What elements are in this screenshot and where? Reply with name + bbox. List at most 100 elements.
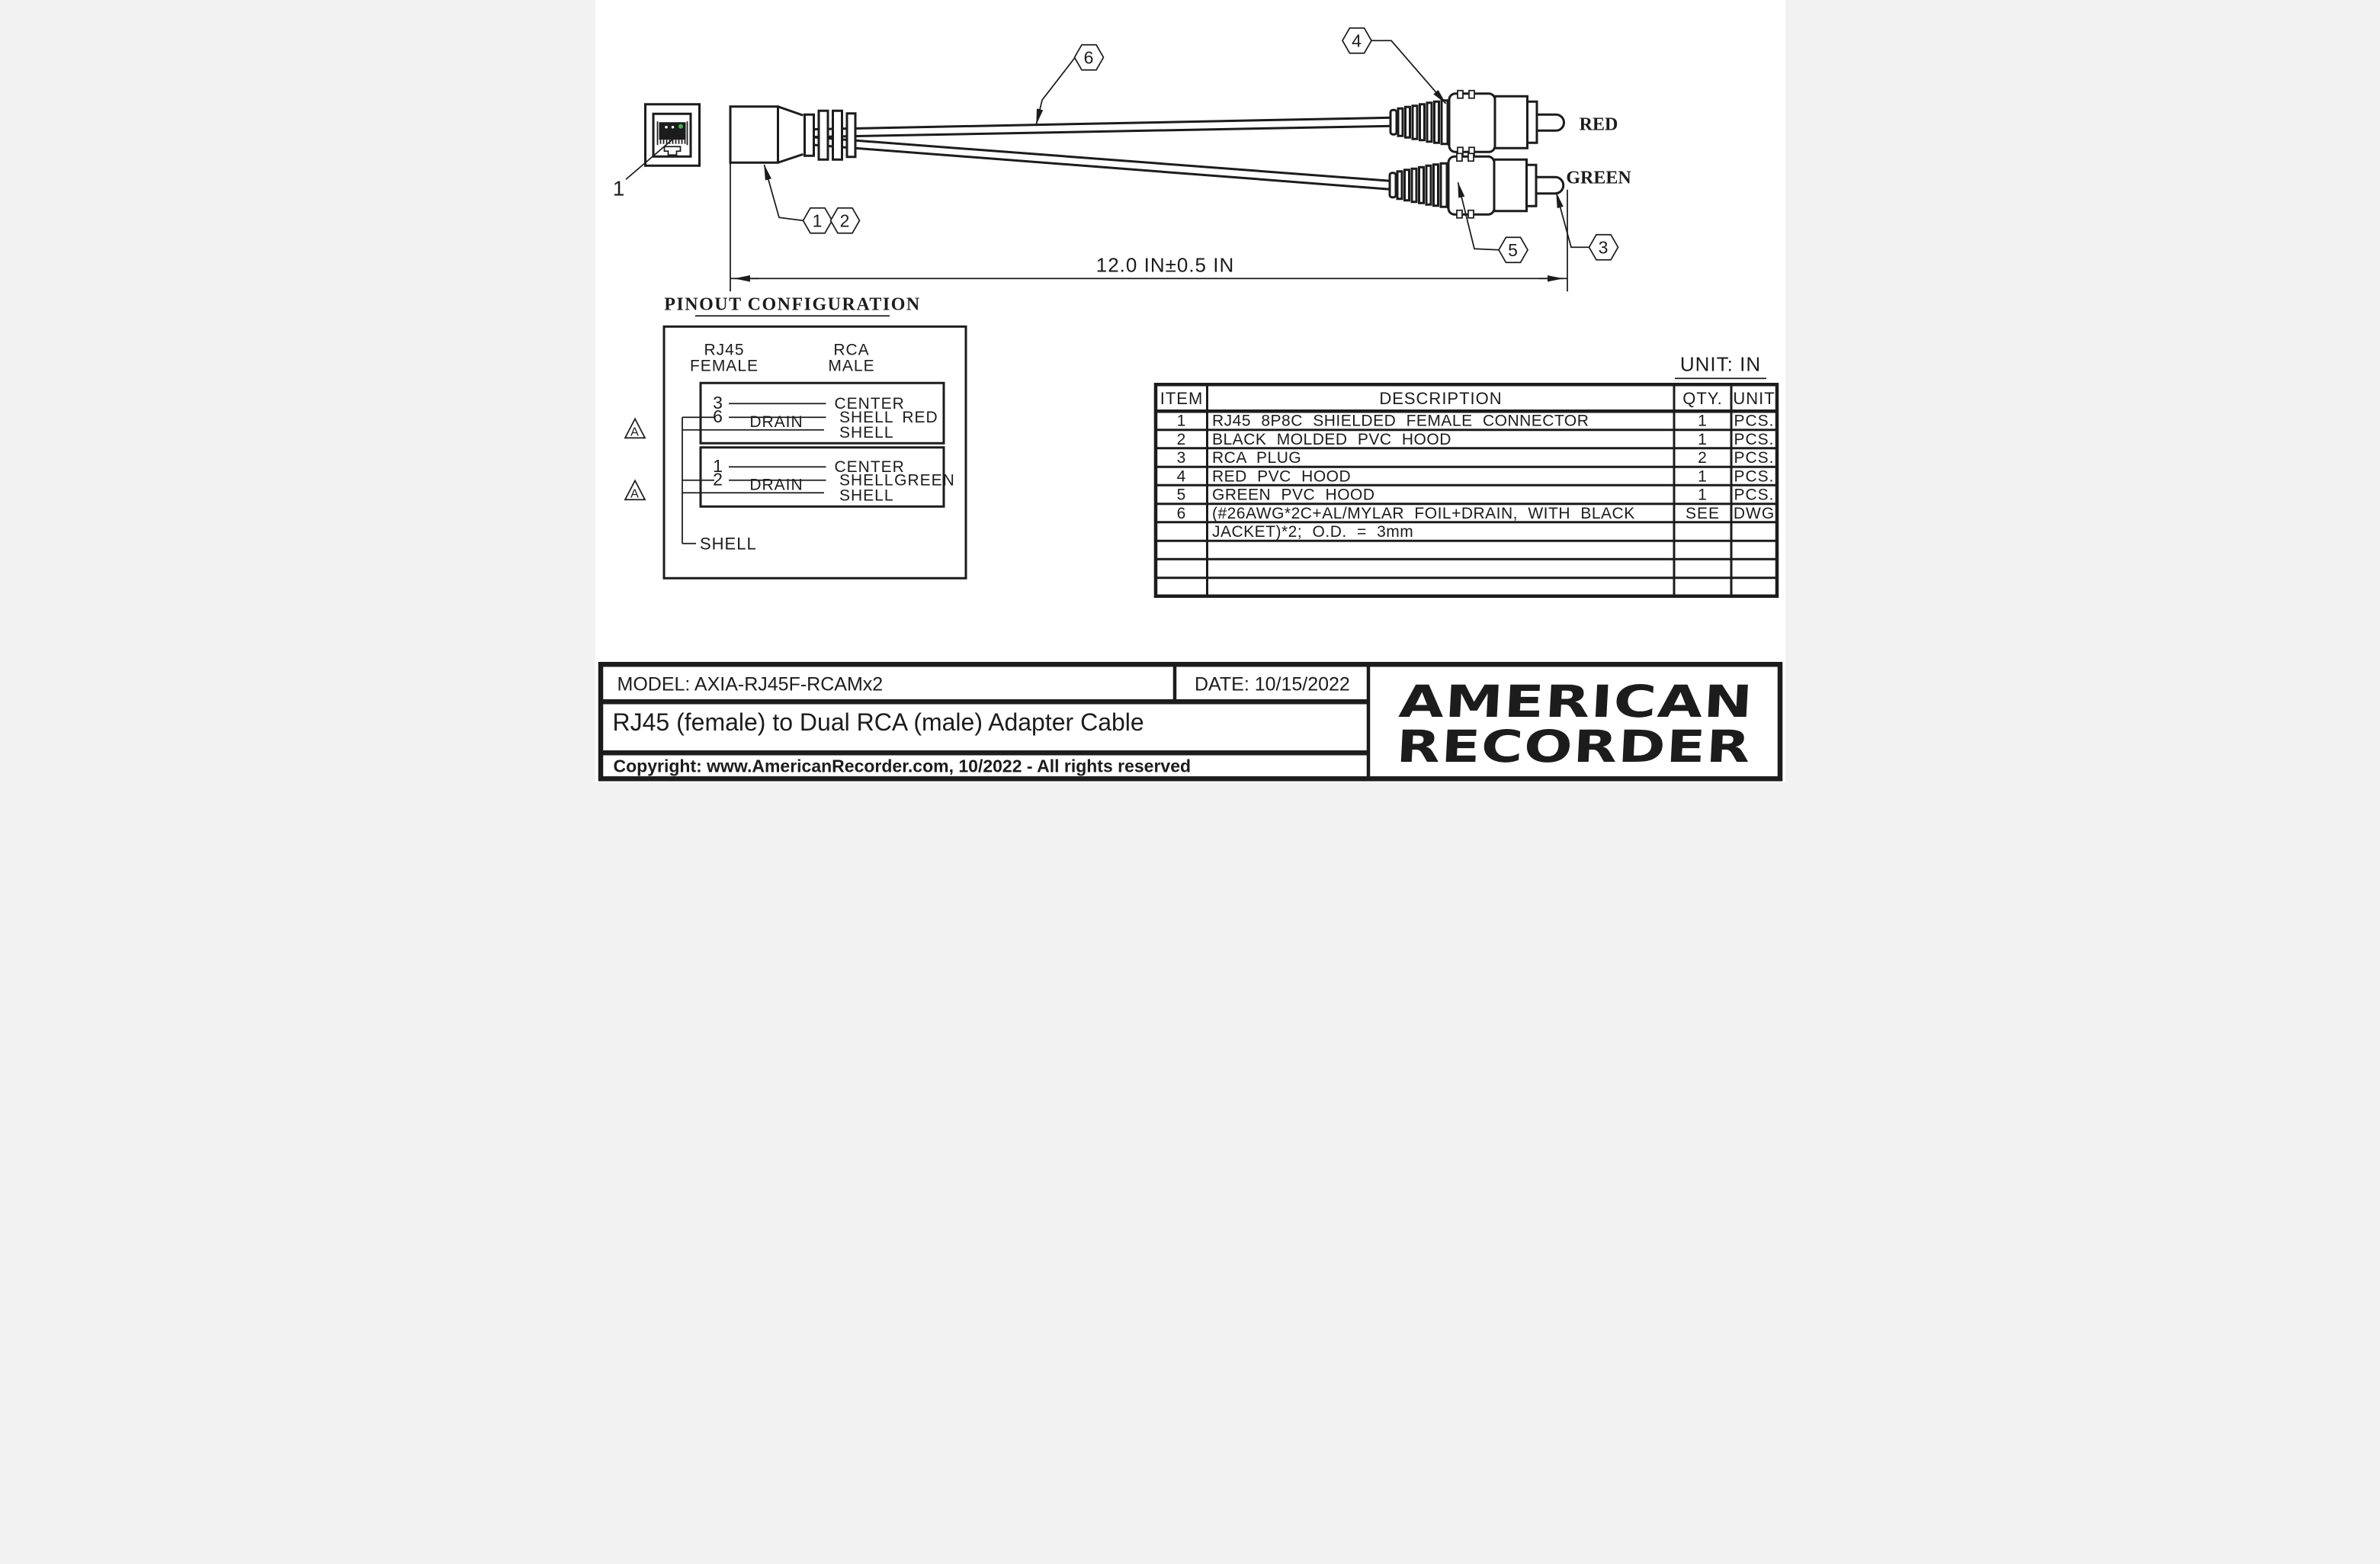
red-pvc-hood-body — [1448, 92, 1496, 153]
pinout-green-pin-a: 1 — [713, 456, 723, 476]
pinout-title: PINOUT CONFIGURATION — [664, 294, 920, 314]
callout-5-hexagon: 5 — [1497, 236, 1528, 264]
cell-qty: 1 — [1698, 467, 1708, 485]
table-row: 6 (#26AWG*2C+AL/MYLAR FOIL+DRAIN, WITH B… — [1176, 505, 1774, 522]
date-field: DATE: 10/15/2022 — [1195, 673, 1350, 695]
cell-item: 2 — [1176, 431, 1186, 448]
rj45-latch-outline — [663, 146, 681, 156]
pinout-rca-header-1: RCA — [833, 341, 869, 358]
table-row: 5 GREEN PVC HOOD 1 PCS. — [1176, 486, 1774, 503]
callout-6-number: 6 — [1083, 47, 1094, 67]
red-wire-label: RED — [1579, 114, 1618, 134]
cell-description: RED PVC HOOD — [1212, 467, 1351, 485]
rj45-ref-label: 1 — [612, 176, 625, 200]
pinout-red-color-label: RED — [902, 409, 938, 426]
green-plug-barrel — [1493, 158, 1528, 213]
rj45-hood-side-view — [729, 105, 803, 164]
col-header-qty: QTY. — [1682, 389, 1723, 408]
callout-5-number: 5 — [1508, 240, 1519, 260]
pinout-green-target-c: SHELL — [839, 487, 894, 504]
callout-leaders — [763, 40, 1589, 251]
callout-2-number: 2 — [839, 210, 850, 230]
pinout-rj45-header-2: FEMALE — [689, 357, 758, 374]
callout-2-hexagon: 2 — [829, 207, 861, 234]
cell-description: BLACK MOLDED PVC HOOD — [1212, 431, 1451, 448]
cell-unit: PCS. — [1734, 449, 1774, 467]
cable-lower — [805, 135, 1390, 191]
callout-3-number: 3 — [1598, 237, 1609, 257]
rj45-ref-leader-line — [624, 137, 675, 180]
revision-flag-letter: A — [630, 426, 640, 438]
callout-4-hexagon: 4 — [1341, 27, 1372, 54]
pinout-red-drain-label: DRAIN — [749, 413, 803, 431]
title-block: MODEL: AXIA-RJ45F-RCAMx2 DATE: 10/15/202… — [598, 662, 1782, 782]
pinout-red-pin-a: 3 — [713, 393, 723, 413]
pinout-green-color-label: GREEN — [894, 471, 955, 489]
pinout-diagram: RJ45 FEMALE RCA MALE 3 CENTER 6 SHELL RE… — [624, 325, 967, 580]
green-pvc-hood-body — [1447, 155, 1495, 216]
cell-unit: PCS. — [1734, 412, 1774, 429]
cell-item: 3 — [1176, 449, 1186, 467]
green-wire-label: GREEN — [1566, 168, 1631, 188]
cell-item: 1 — [1176, 412, 1186, 429]
callout-1-hexagon: 1 — [801, 207, 833, 234]
table-header-row: ITEM DESCRIPTION QTY. UNIT — [1160, 389, 1775, 408]
green-plug-pin — [1535, 175, 1564, 195]
cell-unit: DWG — [1733, 505, 1774, 522]
pinout-green-pin-b: 2 — [713, 469, 723, 489]
cell-item: 6 — [1176, 505, 1186, 522]
table-row: 3 RCA PLUG 2 PCS. — [1176, 449, 1774, 467]
overall-length-dimension — [729, 162, 1568, 292]
table-row: JACKET)*2; O.D. = 3mm — [1212, 523, 1413, 541]
cell-unit: PCS. — [1734, 431, 1774, 448]
pinout-red-target-a: CENTER — [834, 395, 904, 413]
logo-line-1: AMERICAN — [1397, 676, 1755, 727]
pinout-green-drain-label: DRAIN — [749, 476, 803, 493]
pinout-red-pin-b: 6 — [713, 406, 723, 426]
cell-unit: PCS. — [1734, 486, 1774, 503]
cell-qty: SEE — [1685, 505, 1719, 522]
cell-qty: 1 — [1698, 412, 1708, 429]
cell-qty: 2 — [1698, 449, 1708, 467]
dimension-label: 12.0 IN±0.5 IN — [1095, 253, 1233, 276]
pinout-rj45-header-1: RJ45 — [704, 341, 744, 358]
copyright-text: Copyright: www.AmericanRecorder.com, 10/… — [613, 756, 1191, 776]
red-plug-pin — [1535, 113, 1565, 132]
callout-3-hexagon: 3 — [1587, 233, 1619, 261]
rca-plug-red — [1389, 89, 1565, 156]
callout-6-hexagon: 6 — [1073, 43, 1105, 71]
cell-item: 5 — [1176, 486, 1186, 503]
revision-flag-triangle-2: A — [624, 479, 646, 500]
red-plug-barrel — [1493, 95, 1528, 149]
col-header-description: DESCRIPTION — [1379, 389, 1502, 408]
pinout-rca-header-2: MALE — [828, 357, 874, 374]
cell-qty: 1 — [1698, 486, 1708, 503]
table-row: 2 BLACK MOLDED PVC HOOD 1 PCS. — [1176, 431, 1774, 448]
revision-flag-triangle-1: A — [624, 417, 646, 438]
pinout-green-target-a: CENTER — [834, 458, 904, 476]
cell-description: RCA PLUG — [1212, 449, 1301, 467]
cell-unit: PCS. — [1734, 467, 1774, 485]
led-indicator-dot — [678, 124, 683, 129]
drawing-sheet: 1 RED — [595, 0, 1785, 782]
callout-1-number: 1 — [812, 210, 823, 230]
unit-note: UNIT: IN — [1679, 352, 1760, 375]
logo-line-2: RECORDER — [1395, 721, 1753, 772]
cell-description: GREEN PVC HOOD — [1212, 486, 1375, 503]
model-field: MODEL: AXIA-RJ45F-RCAMx2 — [617, 673, 883, 695]
rj45-pin-comb — [659, 140, 685, 144]
pinout-green-target-b: SHELL — [839, 471, 894, 489]
cable-drawing-canvas: 1 RED — [598, 27, 1782, 782]
col-header-unit: UNIT — [1733, 389, 1775, 408]
table-row: 4 RED PVC HOOD 1 PCS. — [1176, 467, 1774, 485]
pinout-red-group: 3 CENTER 6 SHELL RED DRAIN SHELL — [682, 381, 945, 445]
cell-description: (#26AWG*2C+AL/MYLAR FOIL+DRAIN, WITH BLA… — [1212, 505, 1635, 522]
cell-qty: 1 — [1698, 431, 1708, 448]
american-recorder-logo: AMERICAN RECORDER — [1395, 676, 1755, 772]
rj45-front-view — [624, 103, 701, 180]
rca-plug-green — [1388, 153, 1564, 219]
pinout-shell-label: SHELL — [700, 534, 757, 553]
pinout-shell-bus — [681, 416, 714, 544]
callout-4-number: 4 — [1352, 31, 1362, 50]
cable-upper — [805, 116, 1392, 139]
